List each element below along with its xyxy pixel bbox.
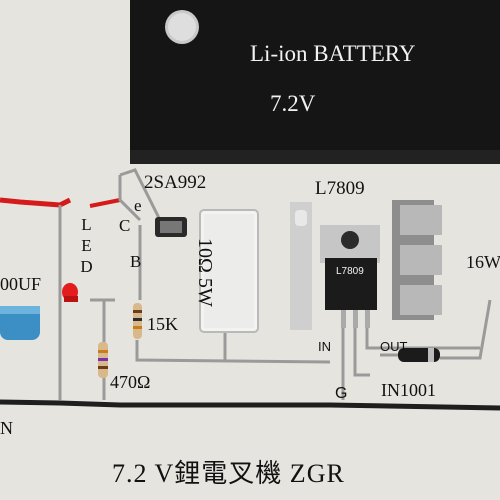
regulator-label: L7809 <box>315 178 365 199</box>
led-label: LED <box>77 215 96 278</box>
heatsink <box>290 200 442 330</box>
battery-label: Li-ion BATTERY <box>250 41 416 66</box>
resistor-470 <box>98 342 108 378</box>
power-resistor-label: 10Ω 5W <box>194 238 216 307</box>
caption: 7.2 V鋰電叉機 ZGR <box>112 459 345 488</box>
resistor-470-label: 470Ω <box>110 372 151 392</box>
pin-g-label: G <box>335 385 348 402</box>
transistor <box>155 217 187 237</box>
resistor-15k-label: 15K <box>147 314 178 334</box>
capacitor <box>0 306 40 340</box>
output-voltage-label: 16W <box>466 252 500 272</box>
battery-pack <box>130 0 500 164</box>
power-resistor <box>199 209 259 333</box>
pin-out-label: OUT <box>380 339 408 354</box>
capacitor-label: 00UF <box>0 274 42 294</box>
transistor-label: 2SA992 <box>144 172 207 193</box>
left-edge-label: N <box>0 418 13 438</box>
battery-voltage: 7.2V <box>270 91 316 116</box>
pin-b-label: B <box>130 252 142 271</box>
led <box>62 283 78 302</box>
pin-c-label: C <box>119 216 131 235</box>
resistor-15k <box>133 303 142 339</box>
pin-e-label: e <box>134 196 142 215</box>
regulator-chip-text: L7809 <box>336 266 364 277</box>
pin-in-label: IN <box>318 339 331 354</box>
diode-label: IN1001 <box>381 380 436 400</box>
regulator <box>320 225 380 328</box>
diode <box>398 348 440 362</box>
